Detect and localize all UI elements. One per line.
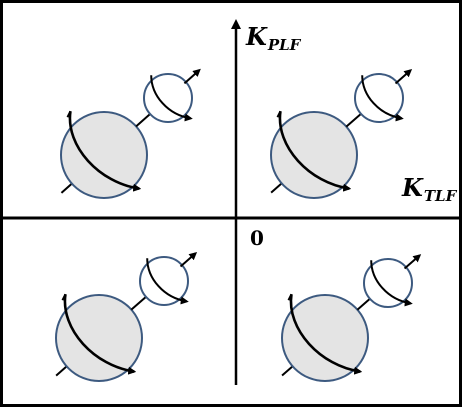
spin-connector xyxy=(130,296,147,311)
rotation-arc-large-tip xyxy=(276,110,282,118)
spin-arrow xyxy=(183,68,201,85)
large-sphere xyxy=(60,111,148,199)
small-sphere xyxy=(139,256,189,306)
large-sphere xyxy=(55,294,143,382)
vertical-axis-label-main: K xyxy=(246,22,267,51)
rotation-arc-small xyxy=(361,75,404,122)
spin-arrow xyxy=(403,254,422,270)
spin-arrow xyxy=(179,251,198,268)
rotation-arc-large xyxy=(68,110,142,192)
spin-connector xyxy=(356,298,371,311)
spin-arrow xyxy=(394,68,413,85)
rotation-arc-large xyxy=(278,110,352,192)
rotation-arc-small xyxy=(146,258,189,305)
spin-pair-upper-right xyxy=(270,68,413,199)
rotation-arc-large-tip xyxy=(287,293,293,301)
spin-connector xyxy=(345,113,362,128)
horizontal-axis-label-sub: TLF xyxy=(423,187,457,205)
vertical-axis-label: KPLF xyxy=(246,22,301,54)
horizontal-axis-label-main: K xyxy=(402,173,423,202)
spin-connector xyxy=(135,113,151,128)
small-sphere xyxy=(363,258,413,308)
vertical-axis-label-sub: PLF xyxy=(267,36,301,54)
rotation-arc-large xyxy=(63,293,137,375)
large-sphere xyxy=(270,111,358,199)
small-sphere xyxy=(143,73,193,123)
rotation-arc-small xyxy=(370,260,413,307)
rotation-arc-large-tip xyxy=(66,110,72,118)
spin-pair-upper-left xyxy=(60,68,201,199)
spin-pair-lower-right xyxy=(281,254,422,382)
rotation-arc-large xyxy=(289,293,363,375)
rotation-arc-large-tip xyxy=(61,293,67,301)
spin-pair-lower-left xyxy=(55,251,198,382)
rotation-arc-small xyxy=(150,75,193,122)
small-sphere xyxy=(354,73,404,123)
horizontal-axis-label: KTLF xyxy=(402,173,457,205)
origin-label: 0 xyxy=(250,226,264,250)
large-sphere xyxy=(281,294,369,382)
